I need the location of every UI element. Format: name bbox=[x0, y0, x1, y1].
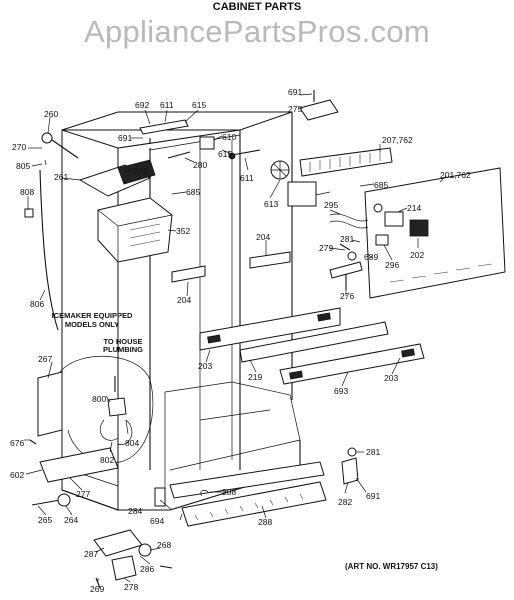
callout-261: 261 bbox=[54, 172, 68, 182]
plumbing-note-line2: PLUMBING bbox=[103, 345, 143, 354]
callout-287: 287 bbox=[84, 549, 98, 559]
callout-207-762: 207,762 bbox=[382, 135, 413, 145]
callout-219: 219 bbox=[248, 372, 262, 382]
callout-282: 282 bbox=[338, 497, 352, 507]
callout-281: 281 bbox=[366, 447, 380, 457]
callout-804: 804 bbox=[125, 438, 139, 448]
callout-288: 288 bbox=[222, 487, 236, 497]
callout-691: 691 bbox=[366, 491, 380, 501]
callout-676: 676 bbox=[10, 438, 24, 448]
callout-277: 277 bbox=[76, 489, 90, 499]
callout-800: 800 bbox=[92, 394, 106, 404]
icemaker-assembly bbox=[78, 159, 173, 263]
callout-808: 808 bbox=[20, 187, 34, 197]
top-hardware bbox=[139, 90, 339, 160]
callout-805: 805 bbox=[16, 161, 30, 171]
callout-268: 268 bbox=[157, 540, 171, 550]
diagram-title: CABINET PARTS bbox=[212, 1, 302, 13]
callout-693: 693 bbox=[334, 386, 348, 396]
callout-615: 615 bbox=[218, 149, 232, 159]
callout-611: 611 bbox=[240, 173, 254, 183]
callout-611: 611 bbox=[160, 100, 174, 110]
callout-270: 270 bbox=[12, 142, 26, 152]
callout-691: 691 bbox=[118, 133, 132, 143]
callout-802: 802 bbox=[100, 455, 114, 465]
callout-labels: 691 275 692 611 615 691 610 615 280 611 … bbox=[10, 87, 471, 594]
callout-284: 284 bbox=[128, 506, 142, 516]
callout-685: 685 bbox=[374, 180, 388, 190]
callout-279: 279 bbox=[319, 243, 333, 253]
callout-280: 280 bbox=[193, 160, 207, 170]
callout-214: 214 bbox=[407, 203, 421, 213]
plumbing-note-line1: TO HOUSE bbox=[103, 337, 142, 346]
callout-281: 281 bbox=[340, 234, 354, 244]
callout-276: 276 bbox=[340, 291, 354, 301]
callout-264: 264 bbox=[64, 515, 78, 525]
callout-275: 275 bbox=[288, 104, 302, 114]
watermark-text: AppliancePartsPros.com bbox=[83, 14, 431, 49]
callout-689: 689 bbox=[364, 252, 378, 262]
rails bbox=[199, 307, 425, 385]
callout-203: 203 bbox=[384, 373, 398, 383]
icemaker-note-line1: ICEMAKER EQUIPPED bbox=[52, 311, 133, 320]
callout-201-762: 201,762 bbox=[440, 170, 471, 180]
fan-motor-assembly bbox=[270, 147, 393, 207]
callout-203: 203 bbox=[198, 361, 212, 371]
cabinet-shell bbox=[61, 111, 301, 511]
callout-613: 613 bbox=[264, 199, 278, 209]
callout-204: 204 bbox=[177, 295, 191, 305]
water-valve-assembly bbox=[59, 355, 154, 464]
lower-parts bbox=[29, 371, 359, 589]
callout-820: 820 bbox=[134, 166, 148, 176]
callout-278: 278 bbox=[124, 582, 138, 592]
thermostat-bracket bbox=[329, 243, 363, 290]
shelf-supports bbox=[171, 251, 291, 283]
callout-691: 691 bbox=[288, 87, 302, 97]
callout-267: 267 bbox=[38, 354, 52, 364]
callout-204: 204 bbox=[256, 232, 270, 242]
callout-694: 694 bbox=[150, 516, 164, 526]
leader-lines bbox=[24, 93, 447, 583]
callout-692: 692 bbox=[135, 100, 149, 110]
callout-610: 610 bbox=[222, 132, 236, 142]
art-number-note: (ART NO. WR17957 C13) bbox=[345, 562, 438, 571]
callout-352: 352 bbox=[176, 226, 190, 236]
callout-806: 806 bbox=[30, 299, 44, 309]
callout-202: 202 bbox=[410, 250, 424, 260]
callout-296: 296 bbox=[385, 260, 399, 270]
control-panel bbox=[329, 167, 506, 299]
callout-615: 615 bbox=[192, 100, 206, 110]
callout-260: 260 bbox=[44, 109, 58, 119]
callout-602: 602 bbox=[10, 470, 24, 480]
callout-286: 286 bbox=[140, 564, 154, 574]
icemaker-note-line2: MODELS ONLY bbox=[65, 320, 119, 329]
callout-295: 295 bbox=[324, 200, 338, 210]
callout-685: 685 bbox=[186, 187, 200, 197]
fill-tube-parts bbox=[24, 132, 79, 331]
callout-265: 265 bbox=[38, 515, 52, 525]
callout-269: 269 bbox=[90, 584, 104, 594]
callout-288: 288 bbox=[258, 517, 272, 527]
